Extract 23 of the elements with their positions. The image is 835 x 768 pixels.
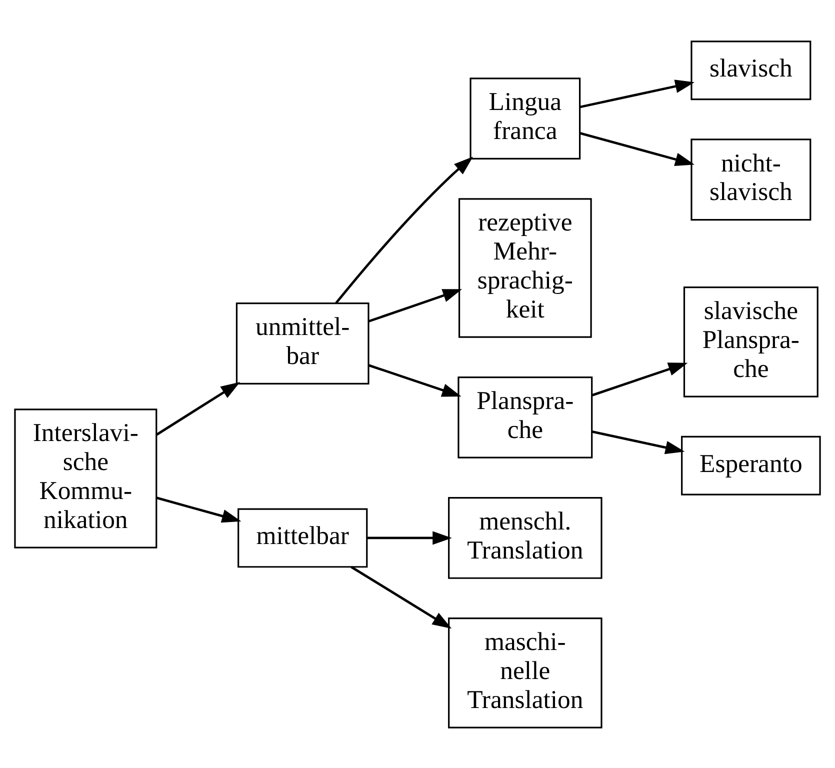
arrow [368,364,462,396]
node-box: Lingua franca [470,77,581,160]
arrow [592,362,688,396]
arrow [368,288,462,322]
node-box: nicht- slavisch [690,138,812,220]
arrow [156,381,240,436]
node-box: Planspra- che [458,376,593,458]
arrow [156,496,242,522]
node-box: mittelbar [238,508,368,568]
node-box: slavische Planspra- che [683,286,818,397]
arrow [580,79,695,108]
node-box: maschi- nelle Translation [448,617,602,728]
arrow [367,530,452,544]
arrow [580,132,694,166]
arrow [335,156,474,304]
node-box: menschl. Translation [448,496,602,578]
node-box: unmittel- bar [236,302,370,384]
arrow [592,430,685,454]
arrow [350,565,452,628]
node-box: rezeptive Mehr- sprachig- keit [458,198,592,338]
node-box: Esperanto [681,435,821,495]
node-box: slavisch [690,40,812,100]
node-box: Interslavi- sche Kommu- nikation [14,408,158,548]
